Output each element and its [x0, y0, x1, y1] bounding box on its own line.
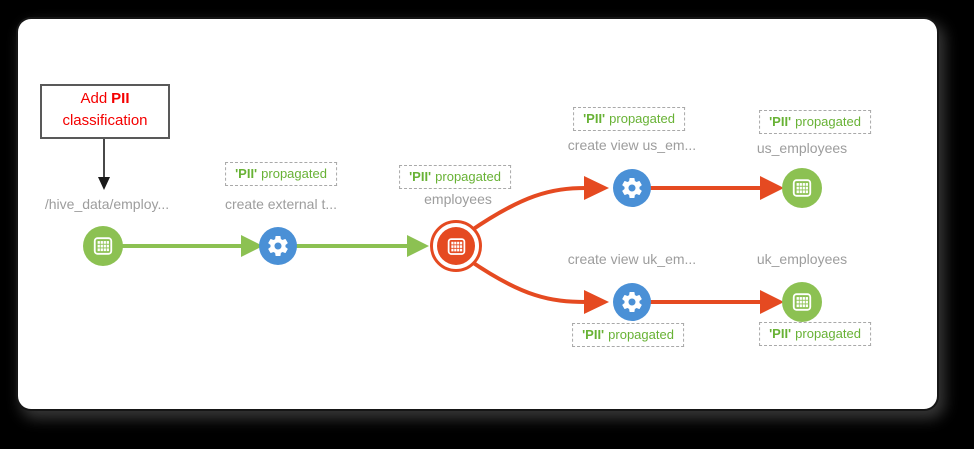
node-create-view-uk[interactable] [613, 283, 651, 321]
node-label-create-view-us: create view us_em... [567, 137, 697, 153]
lineage-edges-layer [98, 135, 784, 314]
node-label-create-external: create external t... [224, 196, 338, 212]
node-us-employees[interactable] [782, 168, 822, 208]
gear-icon [266, 234, 290, 258]
node-create-view-us[interactable] [613, 169, 651, 207]
pii-rest-text: propagated [435, 169, 501, 184]
table-grid-icon [92, 235, 114, 257]
node-create-external-table[interactable] [259, 227, 297, 265]
arrowhead-to-uk-employees [760, 290, 784, 314]
node-label-create-view-uk: create view uk_em... [567, 251, 697, 267]
arrowhead-to-employees [407, 235, 429, 257]
table-grid-icon [446, 236, 467, 257]
arrowhead-to-create-view-uk [584, 290, 609, 314]
pii-tag-text: 'PII' [583, 111, 606, 126]
annotation-line2: classification [62, 112, 148, 129]
annotation-prefix: Add [80, 90, 108, 107]
edge-employees-to-create-view-us [467, 186, 587, 234]
node-employees-core [437, 227, 475, 265]
table-grid-icon [791, 291, 813, 313]
pii-rest-text: propagated [261, 166, 327, 181]
pii-rest-text: propagated [609, 111, 675, 126]
node-label-hive-path: /hive_data/employ... [44, 196, 170, 212]
annotation-tag: PII [111, 90, 130, 107]
table-grid-icon [791, 177, 813, 199]
node-uk-employees[interactable] [782, 282, 822, 322]
node-label-employees: employees [424, 191, 492, 207]
node-label-uk-employees: uk_employees [756, 251, 848, 267]
pii-rest-text: propagated [795, 114, 861, 129]
arrowhead-to-us-employees [760, 176, 784, 200]
pii-tag-text: 'PII' [409, 169, 432, 184]
pii-tag-text: 'PII' [235, 166, 258, 181]
pii-tag-text: 'PII' [582, 327, 605, 342]
pii-rest-text: propagated [608, 327, 674, 342]
gear-icon [620, 290, 644, 314]
node-employees[interactable] [430, 220, 482, 272]
pii-propagated-badge-employees[interactable]: 'PII'propagated [399, 165, 511, 189]
pii-propagated-badge-us-employees[interactable]: 'PII'propagated [759, 110, 871, 134]
arrowhead-to-create-external [241, 235, 263, 257]
node-hive-path[interactable] [83, 226, 123, 266]
pii-propagated-badge-create-view-uk[interactable]: 'PII'propagated [572, 323, 684, 347]
pii-tag-text: 'PII' [769, 114, 792, 129]
annotation-arrowhead [98, 177, 110, 190]
pii-propagated-badge-create-external[interactable]: 'PII'propagated [225, 162, 337, 186]
node-label-us-employees: us_employees [756, 140, 848, 156]
arrowhead-to-create-view-us [584, 176, 609, 200]
pii-propagated-badge-uk-employees[interactable]: 'PII'propagated [759, 322, 871, 346]
edge-employees-to-create-view-uk [467, 258, 587, 304]
pii-rest-text: propagated [795, 326, 861, 341]
pii-propagated-badge-create-view-us[interactable]: 'PII'propagated [573, 107, 685, 131]
pii-tag-text: 'PII' [769, 326, 792, 341]
gear-icon [620, 176, 644, 200]
